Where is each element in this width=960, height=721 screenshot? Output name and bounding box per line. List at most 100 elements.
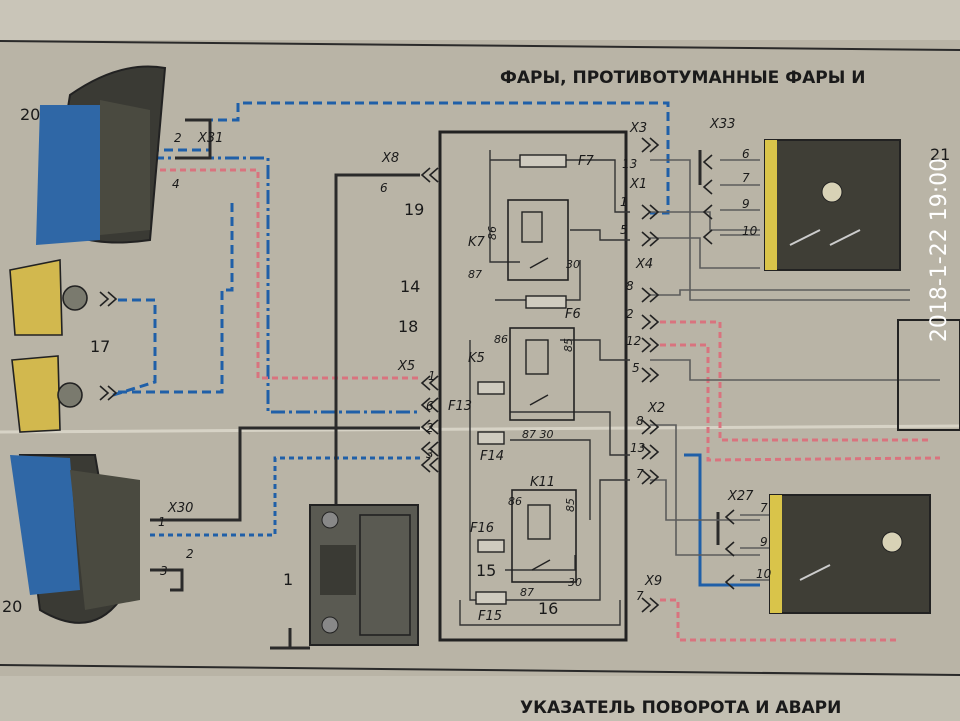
- label-c14: 14: [400, 277, 420, 296]
- pink-wire-right-b: [660, 343, 941, 462]
- pin-2-x5: 2: [426, 421, 434, 435]
- label-f13: F13: [448, 399, 472, 414]
- label-x4: X4: [635, 257, 653, 272]
- pin-6-x33: 6: [742, 147, 750, 161]
- label-f6: F6: [565, 307, 581, 322]
- fuses: [475, 154, 567, 605]
- internal-5: [469, 340, 630, 601]
- label-f16: F16: [470, 521, 494, 536]
- chevron-x8: [420, 167, 439, 183]
- internal-3: [570, 229, 630, 241]
- ground-wire-x8: [334, 173, 420, 640]
- pin-7-x33: 7: [742, 171, 750, 185]
- blue-wire-headlamp-bottom: [150, 456, 420, 537]
- fuse-f13: [477, 381, 505, 395]
- label-c16: 16: [538, 599, 558, 618]
- switch-rear: [769, 494, 931, 614]
- label-c18: 18: [398, 317, 418, 336]
- pin-7-x9: 7: [636, 589, 644, 603]
- pin-6-x5: 6: [426, 399, 434, 413]
- grey-wire-3: [650, 289, 910, 296]
- relay-k5: [509, 327, 575, 421]
- pin-87-k7: 87: [468, 268, 482, 281]
- grey-wire-4: [650, 359, 940, 381]
- block-internal-wiring: [459, 150, 630, 626]
- pin-86-k7: 86: [486, 226, 499, 240]
- chevrons-x5: [420, 375, 439, 473]
- label-c19: 19: [404, 200, 424, 219]
- pin-3-x30: 3: [160, 564, 168, 578]
- relay-k7: [507, 199, 569, 281]
- page-border-top: [0, 40, 960, 51]
- label-x33: X33: [709, 117, 735, 132]
- pin-1-x1: 1: [620, 195, 628, 209]
- grey-wires: [650, 159, 940, 581]
- pin-12-x4: 12: [626, 334, 641, 348]
- pin-10-x33: 10: [742, 224, 758, 238]
- fuse-f15: [475, 591, 507, 605]
- pin-9-x33: 9: [742, 197, 750, 211]
- label-x9: X9: [644, 574, 662, 589]
- label-c20-top: 20: [20, 105, 40, 124]
- blue-wire-foglamp-b: [118, 200, 234, 394]
- grey-wire-1: [650, 159, 910, 301]
- internal-7: [510, 411, 630, 456]
- battery-icon: [309, 504, 419, 646]
- pin-1-x30: 1: [158, 515, 166, 529]
- fuse-f7: [519, 154, 567, 168]
- pin-7-x2: 7: [636, 467, 644, 481]
- label-c20-bottom: 20: [2, 597, 22, 616]
- label-k7: K7: [468, 235, 486, 250]
- black-wire-x5: [150, 426, 420, 522]
- pin-1-x5: 1: [428, 369, 436, 383]
- pin-9-x27: 9: [760, 535, 768, 549]
- chevrons-x33: [702, 154, 713, 245]
- foglamp-bottom: [11, 355, 83, 433]
- pin-85-k11: 85: [564, 498, 577, 512]
- blue-wire-foglamp-a: [109, 298, 157, 398]
- switch-21: [764, 139, 901, 271]
- photo-timestamp: 2018-1-22 19:00: [927, 158, 952, 342]
- label-f15: F15: [478, 609, 502, 624]
- pin-8730-k5: 87 30: [522, 428, 554, 441]
- label-x2: X2: [647, 401, 665, 416]
- label-x30: X30: [167, 501, 193, 516]
- pin-4-top: 4: [172, 177, 180, 191]
- black-wires: [150, 118, 720, 650]
- grey-wire-2: [650, 237, 760, 269]
- label-x1: X1: [629, 177, 647, 192]
- pin-86-k11: 86: [508, 495, 522, 508]
- internal-4: [495, 260, 581, 301]
- label-k5: K5: [468, 351, 485, 366]
- pin-6-x8: 6: [380, 181, 388, 195]
- fuse-f16: [477, 539, 505, 553]
- pin-3-x5: 3: [426, 447, 434, 461]
- label-x31: X31: [197, 131, 223, 146]
- fuse-f14: [477, 431, 505, 445]
- label-x5: X5: [397, 359, 415, 374]
- pin-13-x2: 13: [630, 441, 645, 455]
- mounting-block: [438, 130, 628, 642]
- label-c21: 21: [930, 145, 950, 164]
- internal-9: [505, 555, 576, 571]
- paper-fold: [0, 424, 960, 434]
- pin-2-x30: 2: [186, 547, 194, 561]
- pink-wire-right-a: [660, 320, 930, 442]
- pin-5-x1: 5: [620, 223, 628, 237]
- headlamp-top: [36, 65, 167, 245]
- grey-wire-7: [650, 211, 760, 231]
- bottom-page-strip: [0, 676, 960, 721]
- pin-7-x27: 7: [760, 501, 768, 515]
- pin-10-x27: 10: [756, 567, 772, 581]
- grey-wire-5: [650, 424, 760, 556]
- chevrons-x27: [724, 509, 735, 590]
- label-f7: F7: [578, 154, 594, 169]
- label-c1: 1: [283, 570, 293, 589]
- battery-ground: [270, 628, 310, 650]
- grey-wire-6: [650, 479, 760, 521]
- ground-top: [175, 118, 212, 160]
- page-title: ФАРЫ, ПРОТИВОТУМАННЫЕ ФАРЫ И: [500, 68, 865, 88]
- pin-87-k11: 87: [520, 586, 534, 599]
- connector-chevrons: [99, 137, 735, 613]
